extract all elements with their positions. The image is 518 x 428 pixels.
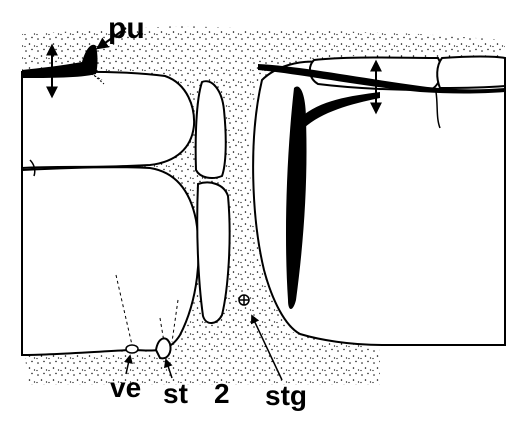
- label-st: st: [163, 380, 188, 408]
- label-pu: pu: [108, 14, 145, 44]
- label-2: 2: [214, 380, 230, 408]
- upper-left-cell: [22, 72, 194, 168]
- label-stg: stg: [265, 382, 307, 410]
- far-top-right-cell: [437, 57, 505, 89]
- guard-cell-upper: [196, 81, 226, 178]
- lower-left-cell: [22, 167, 199, 355]
- st-structure: [156, 338, 171, 358]
- guard-cell-lower: [197, 183, 229, 324]
- label-ve: ve: [110, 374, 141, 402]
- ve-structure: [126, 345, 138, 353]
